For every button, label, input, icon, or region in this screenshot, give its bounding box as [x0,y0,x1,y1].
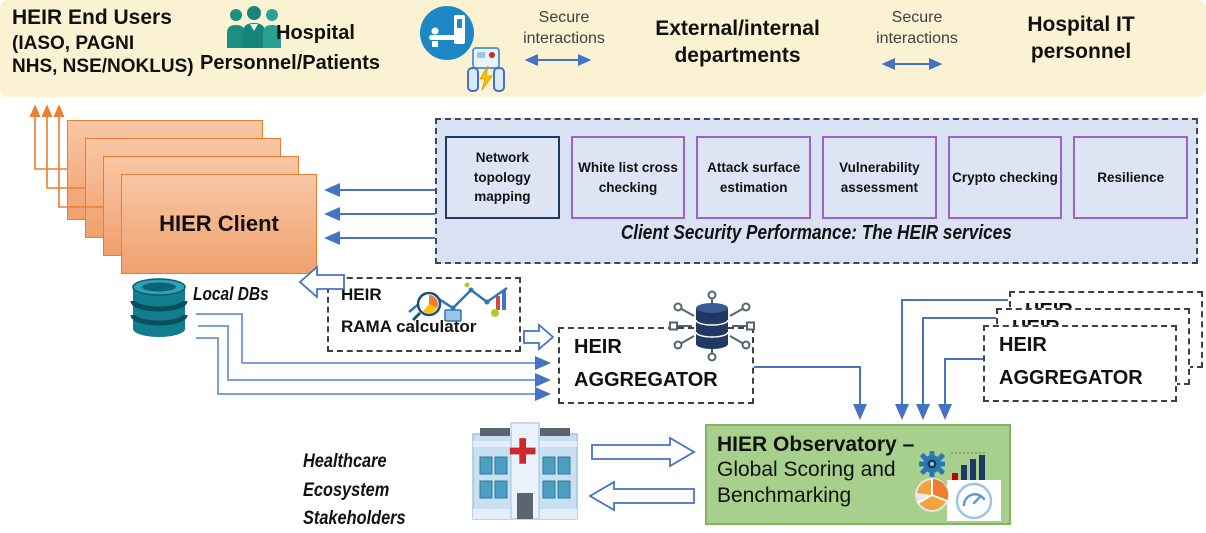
heir-aggregator-box: HEIR AGGREGATOR [558,327,754,404]
stakeholders-label: Healthcare Ecosystem Stakeholders [303,451,406,529]
hier-client-box: HIER Client [121,174,317,274]
observatory-title: HIER Observatory – [717,433,915,456]
hospital-building-icon [472,422,578,520]
service-label: Crypto checking [952,169,1058,185]
service-box-crypto-checking: Crypto checking [947,136,1063,219]
end-users-subtitle-line2: NHS, NSE/NOKLUS) [12,56,194,77]
block-arrow-observatory-to-hospital [588,480,695,512]
service-label: Attack surface estimation [707,159,801,195]
departments-label: External/internal departments [655,17,820,67]
aggregator-label-line2: AGGREGATOR [999,367,1143,389]
service-box-network-topology-mapping: Network topology mapping [445,136,560,219]
service-box-white-list-cross-checking: White list cross checking [570,136,686,219]
aggregator-label-line1: HEIR [574,336,622,358]
end-users-subtitle-line1: (IASO, PAGNI [12,33,135,54]
service-row: Network topology mapping White list cros… [445,136,1189,219]
rama-label-line2: RAMA calculator [341,317,477,336]
rama-label-line1: HEIR [341,285,382,304]
hier-client-label: HIER Client [159,211,279,236]
service-label: Resilience [1097,169,1165,185]
service-box-resilience: Resilience [1073,136,1189,219]
block-arrow-hospital-to-observatory [591,436,696,468]
secure-interactions-left-label: Secure interactions [523,9,605,47]
heir-rama-calculator-box: HEIR RAMA calculator [327,277,521,352]
hier-observatory-box: HIER Observatory – Global Scoring and Be… [705,424,1011,525]
database-icon [130,278,188,337]
block-arrow-rama-to-aggregator [523,323,555,351]
client-security-services-panel: Network topology mapping White list cros… [435,118,1198,264]
hospital-personnel-label: Hospital Personnel/Patients [200,22,381,74]
service-label: White list cross checking [578,159,678,195]
aggregator-label-line2: AGGREGATOR [574,369,718,391]
service-box-attack-surface-estimation: Attack surface estimation [696,136,812,219]
end-users-title: HEIR End Users [12,6,172,29]
hospital-it-label: Hospital IT personnel [1027,13,1135,63]
end-users-banner [0,0,1206,97]
service-label: Vulnerability assessment [839,159,920,195]
service-label: Network topology mapping [473,150,531,205]
aggregator-to-observatory-lines [754,299,1008,420]
local-dbs-label: Local DBs [193,284,269,304]
aggregator-label-line1: HEIR [999,334,1047,356]
observatory-subtitle: Global Scoring and Benchmarking [717,458,896,508]
heir-aggregator-stack-box-1: HEIR AGGREGATOR [983,325,1177,402]
analytics-icon [408,282,508,322]
service-box-vulnerability-assessment: Vulnerability assessment [822,136,937,219]
services-to-client-arrows [324,183,435,245]
secure-interactions-right-label: Secure interactions [876,9,958,47]
services-caption: Client Security Performance: The HEIR se… [621,222,1012,244]
